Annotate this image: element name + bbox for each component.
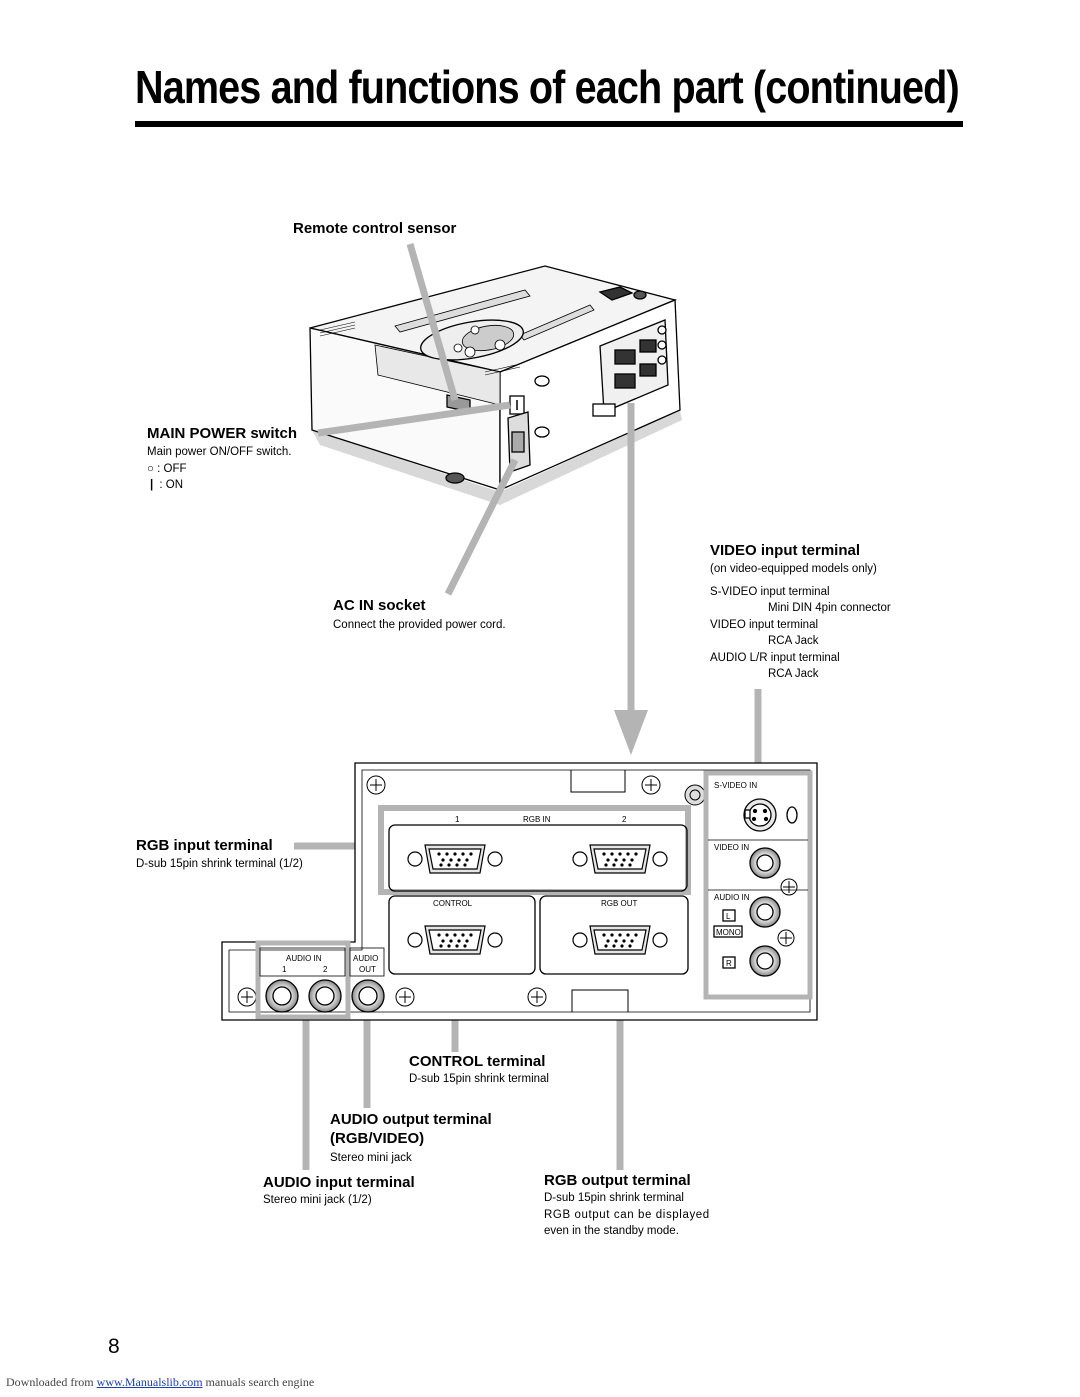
footer-suffix: manuals search engine [202, 1375, 315, 1389]
panel-audio-in-left: AUDIO IN [286, 954, 322, 963]
footer: Downloaded from www.Manualslib.com manua… [6, 1375, 314, 1390]
rgb-output-desc-3: even in the standby mode. [544, 1225, 679, 1237]
panel-rgb-out: RGB OUT [601, 899, 638, 908]
main-power-off: : OFF [157, 462, 187, 475]
main-power-desc: Main power ON/OFF switch. [147, 446, 292, 458]
panel-out: OUT [359, 965, 376, 974]
audio-output-title-2: (RGB/VIDEO) [330, 1130, 425, 1147]
control-callout: CONTROL terminal D-sub 15pin shrink term… [409, 1053, 549, 1088]
panel-rgb-in-1: 1 [455, 815, 460, 824]
on-symbol-icon: | [150, 479, 154, 491]
panel-audio-in-1: 1 [282, 965, 287, 974]
off-symbol-icon: ○ [147, 462, 154, 475]
audio-input-title: AUDIO input terminal [263, 1174, 415, 1191]
audio-output-desc: Stereo mini jack [330, 1152, 412, 1164]
panel-r: R [726, 959, 732, 968]
audio-input-desc: Stereo mini jack (1/2) [263, 1194, 372, 1206]
video-name: VIDEO input terminal [710, 618, 819, 631]
dsub-connectors [407, 844, 668, 955]
title-rule [135, 121, 963, 127]
audio-output-callout: AUDIO output terminal (RGB/VIDEO) Stereo… [330, 1111, 492, 1167]
panel-svideo-in: S-VIDEO IN [714, 781, 757, 790]
audio-input-callout: AUDIO input terminal Stereo mini jack (1… [263, 1174, 415, 1209]
page-number: 8 [108, 1335, 120, 1358]
manualslib-link[interactable]: www.Manualslib.com [96, 1375, 203, 1389]
ac-in-title: AC IN socket [333, 597, 426, 614]
rgb-input-title: RGB input terminal [136, 837, 273, 854]
video-type: RCA Jack [768, 635, 819, 647]
main-power-callout: MAIN POWER switch Main power ON/OFF swit… [147, 425, 297, 494]
panel-rgb-in-2: 2 [622, 815, 627, 824]
round-jacks [265, 798, 798, 1013]
video-input-callout: VIDEO input terminal (on video-equipped … [710, 542, 891, 683]
rgb-output-desc-2: RGB output can be displayed [544, 1208, 710, 1221]
main-power-title: MAIN POWER switch [147, 425, 298, 442]
panel-rgb-in: RGB IN [523, 815, 551, 824]
panel-audio: AUDIO [353, 954, 378, 963]
page-title: Names and functions of each part (contin… [135, 61, 960, 113]
panel-control: CONTROL [433, 899, 473, 908]
rgb-input-callout: RGB input terminal D-sub 15pin shrink te… [136, 837, 303, 873]
video-input-title: VIDEO input terminal [710, 542, 861, 559]
rgb-input-desc: D-sub 15pin shrink terminal (1/2) [136, 858, 303, 870]
main-power-on: : ON [159, 479, 184, 491]
remote-sensor-label: Remote control sensor [293, 220, 457, 237]
rgb-output-callout: RGB output terminal D-sub 15pin shrink t… [544, 1172, 710, 1240]
footer-prefix: Downloaded from [6, 1375, 97, 1389]
rear-panel [221, 762, 818, 1021]
ac-in-callout: AC IN socket Connect the provided power … [333, 597, 506, 634]
panel-l: L [726, 912, 731, 921]
projector-illustration [309, 265, 682, 505]
audio-lr-name: AUDIO L/R input terminal [710, 651, 840, 664]
rgb-output-title: RGB output terminal [544, 1172, 691, 1189]
video-input-note: (on video-equipped models only) [710, 563, 877, 575]
control-title: CONTROL terminal [409, 1053, 546, 1070]
panel-audio-in-right: AUDIO IN [714, 893, 750, 902]
panel-labels: 1 RGB IN 2 CONTROL RGB OUT S-VIDEO IN VI… [282, 781, 757, 974]
svideo-type: Mini DIN 4pin connector [768, 602, 891, 614]
ac-in-desc: Connect the provided power cord. [333, 619, 506, 631]
arrow-head [614, 710, 648, 755]
control-desc: D-sub 15pin shrink terminal [409, 1073, 549, 1085]
panel-mono: MONO [716, 928, 741, 937]
audio-lr-type: RCA Jack [768, 668, 819, 680]
panel-video-in: VIDEO IN [714, 843, 749, 852]
rgb-output-desc-1: D-sub 15pin shrink terminal [544, 1192, 684, 1204]
audio-output-title-1: AUDIO output terminal [330, 1111, 492, 1128]
svideo-name: S-VIDEO input terminal [710, 585, 830, 598]
panel-audio-in-2: 2 [323, 965, 328, 974]
